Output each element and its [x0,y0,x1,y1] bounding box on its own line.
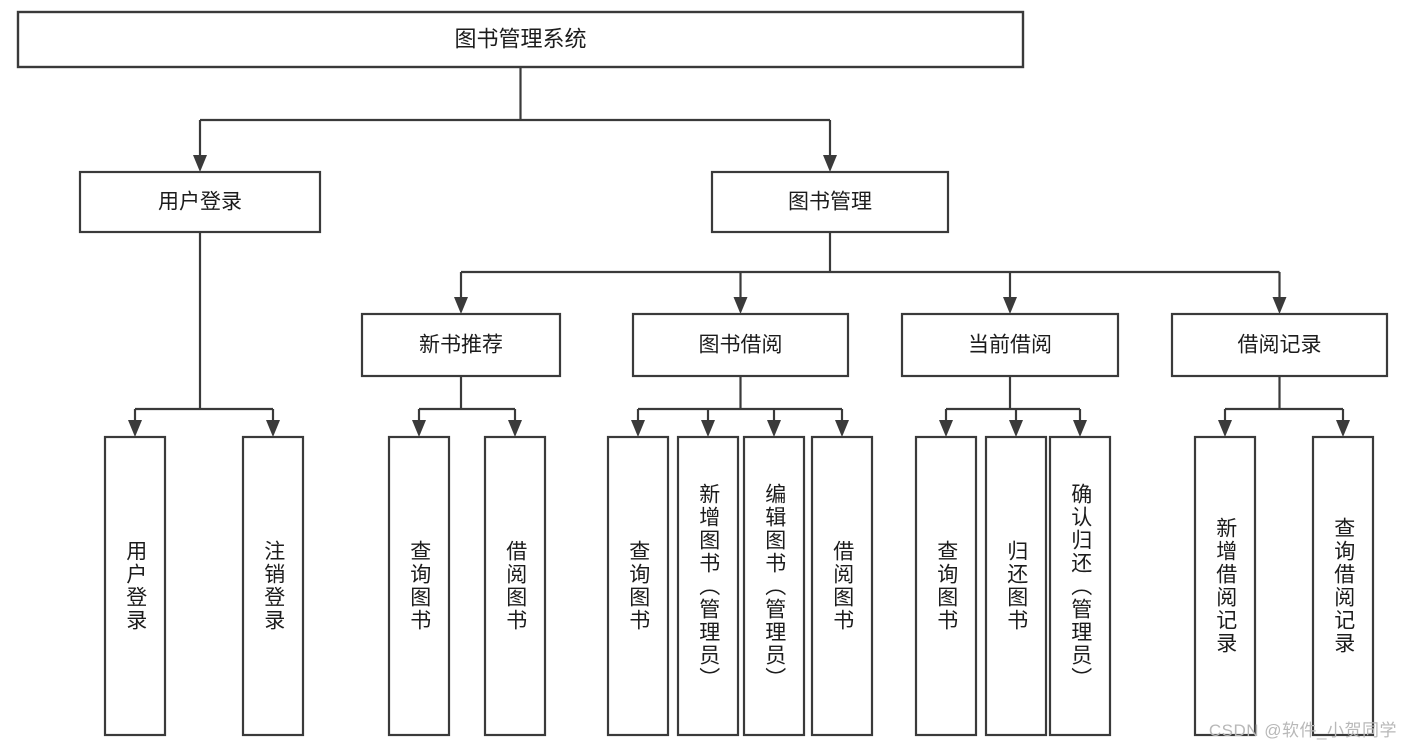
level1-label: 图书管理 [788,191,872,214]
leaf-node-box[interactable] [984,435,1048,737]
arrowhead-icon [508,420,522,437]
arrowhead-icon [128,420,142,437]
arrowhead-icon [1218,420,1232,437]
arrowhead-icon [733,297,748,314]
leaf-node-box[interactable] [606,435,670,737]
level2-label: 图书借阅 [699,334,783,357]
connector-layer [128,67,1350,437]
leaf-node-box[interactable] [676,435,740,737]
level2-label: 新书推荐 [419,334,503,357]
arrowhead-icon [767,420,781,437]
level1-node-box[interactable] [710,170,950,234]
level2-node-box[interactable] [631,312,850,378]
leaf-node-box[interactable] [914,435,978,737]
level1-label: 用户登录 [158,191,242,214]
leaf-node-box[interactable] [483,435,547,737]
arrowhead-icon [266,420,280,437]
arrowhead-icon [939,420,953,437]
arrowhead-icon [193,155,207,172]
level2-node-box[interactable] [1170,312,1389,378]
root-node-box[interactable] [16,10,1025,69]
arrowhead-icon [1009,420,1023,437]
leaf-node-box[interactable] [1193,435,1257,737]
arrowhead-icon [1336,420,1350,437]
root-title: 图书管理系统 [454,26,586,51]
arrowhead-icon [701,420,715,437]
level2-label: 当前借阅 [968,334,1052,357]
arrowhead-icon [1272,297,1287,314]
leaf-node-box[interactable] [1048,435,1112,737]
leaf-node-box[interactable] [241,435,305,737]
leaf-node-box[interactable] [387,435,451,737]
leaf-node-box[interactable] [1311,435,1375,737]
arrowhead-icon [412,420,426,437]
arrowhead-icon [835,420,849,437]
node-box-layer [16,10,1389,737]
leaf-node-box[interactable] [103,435,167,737]
arrowhead-icon [1073,420,1087,437]
level2-label: 借阅记录 [1238,334,1322,357]
arrowhead-icon [631,420,645,437]
level1-node-box[interactable] [78,170,322,234]
leaf-node-box[interactable] [810,435,874,737]
arrowhead-icon [823,155,837,172]
arrowhead-icon [1003,297,1017,314]
leaf-node-box[interactable] [742,435,806,737]
level2-node-box[interactable] [900,312,1120,378]
level2-node-box[interactable] [360,312,562,378]
arrowhead-icon [454,297,468,314]
